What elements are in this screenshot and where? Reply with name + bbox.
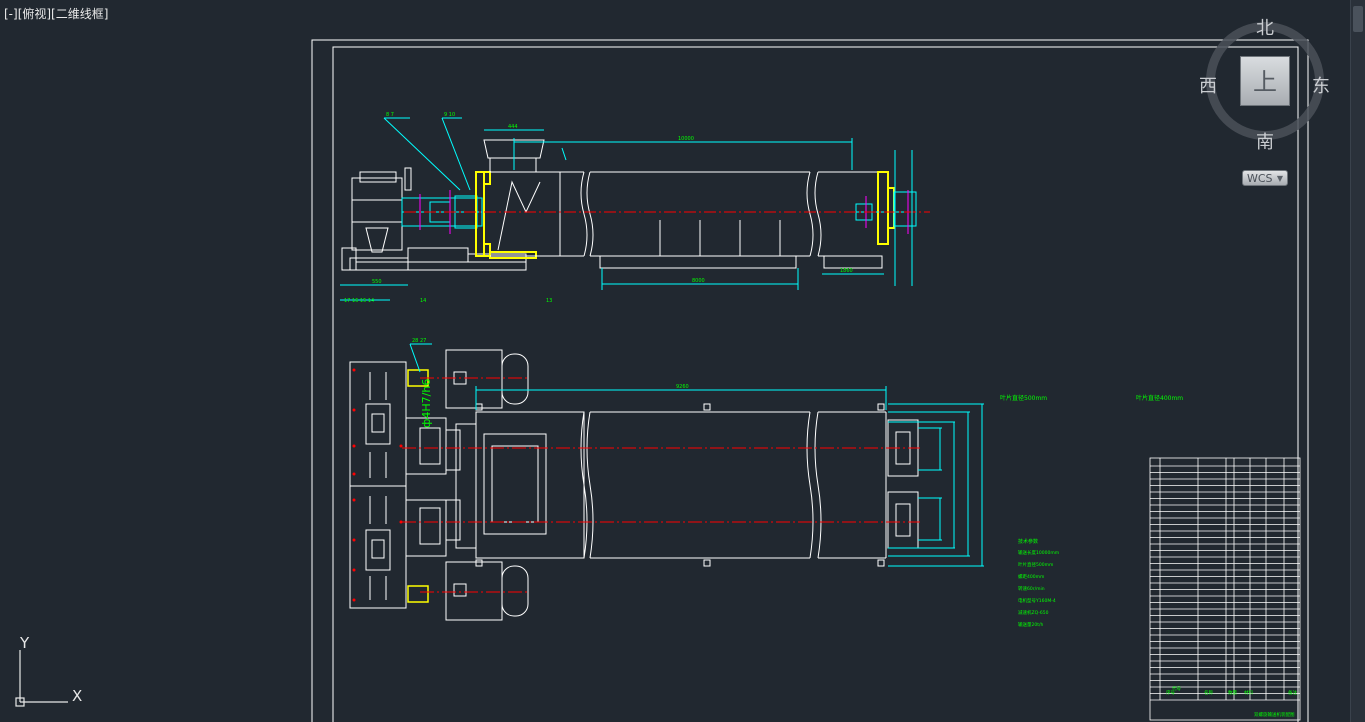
svg-text:17 16 15 14: 17 16 15 14: [344, 298, 374, 304]
tb-header: 材料: [1244, 689, 1253, 696]
vertical-fit-text: ф4H7/h6: [420, 379, 433, 428]
compass-west[interactable]: 西: [1199, 76, 1217, 97]
tb-header: 名称: [1204, 689, 1213, 696]
parts-list-text: 序号 代号 名称 数量 材料 备注 双螺旋输送机装配图: [1166, 685, 1297, 718]
tech-line: 电机型号Y160M-4: [1018, 597, 1056, 604]
elevation-view: [341, 139, 930, 271]
blade-note-right: 叶片直径400mm: [1136, 394, 1183, 402]
wcs-menu-button[interactable]: WCS ▼: [1242, 170, 1288, 186]
elevation-dimensions: [340, 117, 913, 301]
tech-line: 输送量20t/h: [1018, 621, 1044, 628]
svg-text:9260: 9260: [676, 384, 689, 390]
compass-north[interactable]: 北: [1256, 18, 1274, 39]
svg-text:550: 550: [372, 279, 382, 285]
svg-text:1860: 1860: [840, 268, 853, 274]
svg-text:444: 444: [508, 124, 518, 130]
svg-text:9 10: 9 10: [444, 112, 455, 118]
ucs-y-label: Y: [19, 634, 30, 652]
tech-line: 输送长度10000mm: [1018, 549, 1059, 556]
svg-text:8 7: 8 7: [386, 112, 394, 118]
plan-view: [349, 349, 920, 621]
chevron-down-icon: ▼: [1276, 174, 1283, 183]
viewcube[interactable]: 北 南 西 东 上 WCS ▼: [1196, 14, 1334, 194]
scrollbar-thumb[interactable]: [1353, 6, 1363, 32]
blade-note-left: 叶片直径500mm: [1000, 394, 1047, 402]
wcs-label: WCS: [1247, 172, 1273, 185]
tech-line: 转速60r/min: [1018, 585, 1045, 592]
tb-header: 代号: [1172, 685, 1181, 692]
elevation-dim-text: 10000 8000 444 1860 550 14 13 17 16 15 1…: [344, 112, 853, 304]
parts-list-table: [1149, 457, 1301, 721]
tb-header: 数量: [1228, 689, 1237, 696]
plan-dim-text: 9260 28 27 ф4H7/h6 叶片直径500mm 叶片直径400mm 技…: [412, 338, 1183, 628]
ucs-x-label: X: [72, 687, 82, 705]
plan-dimensions: [409, 343, 984, 567]
compass-east[interactable]: 东: [1312, 76, 1330, 97]
compass-ring[interactable]: [1206, 22, 1324, 140]
tb-drawing-name: 双螺旋输送机装配图: [1254, 711, 1295, 718]
tech-line: 叶片直径500mm: [1018, 561, 1053, 568]
dim-top-text: 10000: [678, 136, 694, 142]
svg-text:14: 14: [420, 298, 426, 304]
svg-text:28 27: 28 27: [412, 338, 426, 344]
dim-length-text: 8000: [692, 278, 705, 284]
svg-text:13: 13: [546, 298, 552, 304]
sheet-frame: [311, 39, 1309, 722]
viewport-controls-label[interactable]: [-][俯视][二维线框]: [4, 7, 109, 21]
compass-south[interactable]: 南: [1256, 132, 1274, 153]
vertical-scrollbar[interactable]: [1350, 0, 1365, 722]
tb-header: 备注: [1288, 689, 1297, 696]
ucs-icon: [15, 650, 68, 707]
tb-header: 序号: [1166, 689, 1175, 696]
tech-line: 减速机ZQ-650: [1018, 609, 1049, 616]
tech-title: 技术参数: [1018, 538, 1038, 545]
viewcube-top-face[interactable]: 上: [1240, 56, 1290, 106]
tech-line: 螺距400mm: [1018, 573, 1044, 580]
